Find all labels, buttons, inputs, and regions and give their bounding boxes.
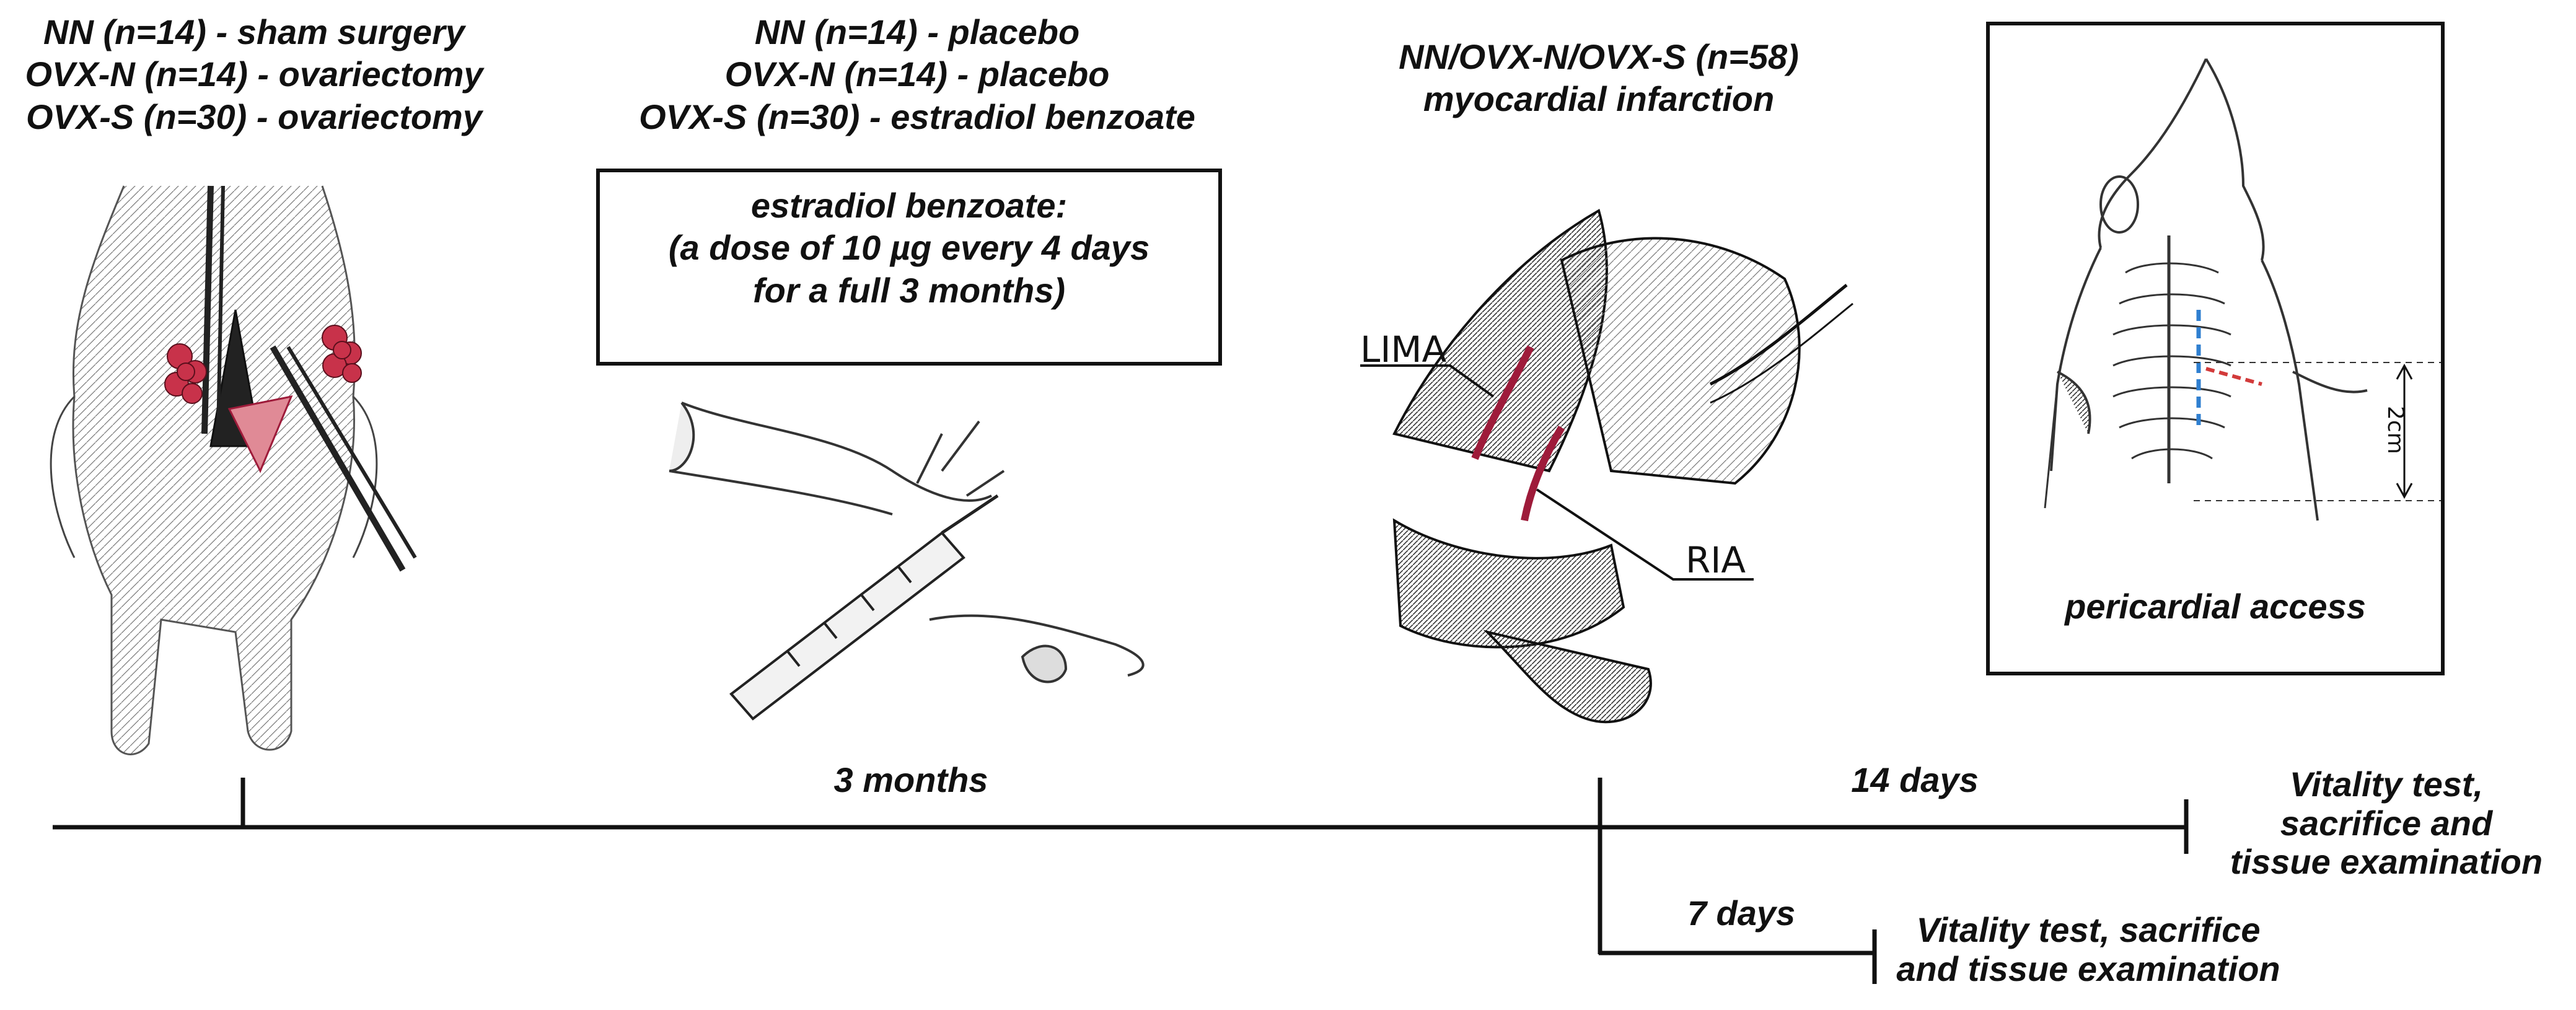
endpoint-7-line-2: and tissue examination [1896,949,2280,988]
pericardial-access-box [1986,22,2445,675]
ria-pointer [1536,488,1754,581]
ria-label: RIA [1686,539,1746,581]
treatment-group-ovx-s: OVX-S (n=30) - estradiol benzoate [639,97,1195,136]
treatment-group-ovx-n: OVX-N (n=14) - placebo [724,55,1110,94]
surgery-group-ovx-s: OVX-S (n=30) - ovariectomy [25,97,482,136]
period-3-months: 3 months [833,760,988,799]
lima-vessel [1471,345,1534,460]
dose-line-1: estradiol benzoate: [750,186,1068,225]
surgery-group-nn: NN (n=14) - sham surgery [43,12,465,51]
infarction-illustration [1360,208,1853,724]
endpoint-14-line-3: tissue examination [2230,842,2543,882]
syringe [729,494,999,721]
period-14-days: 14 days [1851,760,1979,799]
dose-line-2: (a dose of 10 µg every 4 days [668,228,1150,268]
endpoint-7-days: Vitality test, sacrifice and tissue exam… [1878,910,2299,988]
lima-label: LIMA [1360,328,1447,371]
dose-line-3: for a full 3 months) [753,270,1065,310]
injection-illustration [669,402,1145,721]
ovary-left [164,343,207,404]
pericardial-access-illustration [2044,58,2442,521]
dose-info-box [596,169,1222,366]
ovary-right [322,325,362,383]
dose-info-text: estradiol benzoate: (a dose of 10 µg eve… [596,185,1222,312]
scale-label: 2cm [2383,406,2408,454]
surgery-group-ovx-n: OVX-N (n=14) - ovariectomy [25,55,483,94]
endpoint-14-line-1: Vitality test, [2289,765,2484,804]
ovariectomy-illustration [50,185,417,755]
endpoint-14-days: Vitality test, sacrifice and tissue exam… [2197,765,2576,882]
treatment-group-nn: NN (n=14) - placebo [754,12,1080,51]
red-guide-line [2205,367,2262,386]
surgery-groups-label: NN (n=14) - sham surgery OVX-N (n=14) - … [0,11,508,138]
timeline [53,778,2189,984]
lima-pointer [1360,364,1495,398]
infarction-procedure: myocardial infarction [1423,79,1775,119]
period-7-days: 7 days [1687,894,1796,933]
endpoint-7-line-1: Vitality test, sacrifice [1916,910,2261,949]
ria-vessel [1521,425,1565,522]
treatment-groups-label: NN (n=14) - placebo OVX-N (n=14) - place… [576,11,1258,138]
endpoint-14-line-2: sacrifice and [2280,803,2493,843]
pericardial-access-caption: pericardial access [2065,587,2366,626]
infarction-label: NN/OVX-N/OVX-S (n=58) myocardial infarct… [1320,36,1878,121]
infarction-groups: NN/OVX-N/OVX-S (n=58) [1399,37,1799,76]
